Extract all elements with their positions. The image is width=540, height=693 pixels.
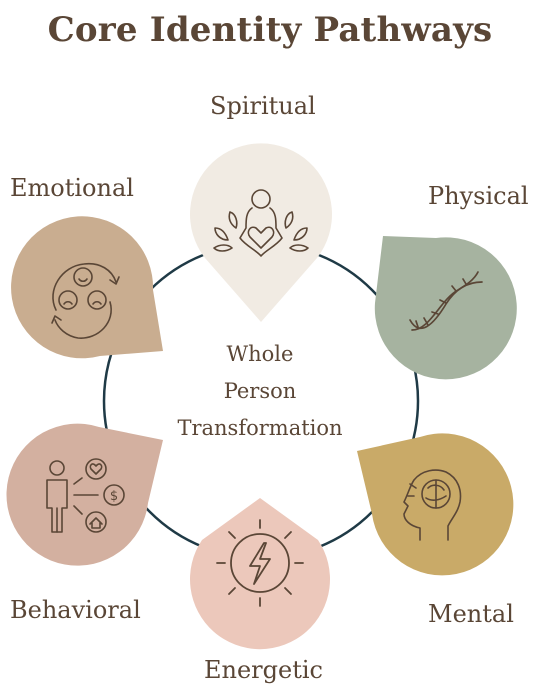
behavioral-label: Behavioral [10,596,141,624]
energetic-label: Energetic [204,656,323,684]
sun-lightning-icon [216,519,304,607]
mental-label: Mental [428,600,514,628]
energetic-drop[interactable] [190,498,330,650]
meditating-person-heart-icon [213,189,309,257]
emotional-drop[interactable] [11,216,163,359]
behavioral-drop[interactable]: $ [6,423,164,566]
physical-drop[interactable] [374,236,517,380]
center-line-2: Person [223,379,297,403]
svg-text:$: $ [110,489,118,504]
spiritual-label: Spiritual [210,92,316,120]
person-choices-icon: $ [46,458,125,533]
dna-helix-icon [409,271,483,331]
emotion-faces-cycle-icon [51,262,120,339]
spiritual-drop[interactable] [190,143,332,322]
head-brain-icon [403,469,462,541]
mental-drop[interactable] [357,433,514,576]
page-title: Core Identity Pathways [47,10,493,50]
physical-label: Physical [428,182,529,210]
center-label: Whole Person Transformation [160,336,360,447]
center-line-1: Whole [226,342,294,366]
emotional-label: Emotional [10,174,134,202]
center-line-3: Transformation [177,416,343,440]
